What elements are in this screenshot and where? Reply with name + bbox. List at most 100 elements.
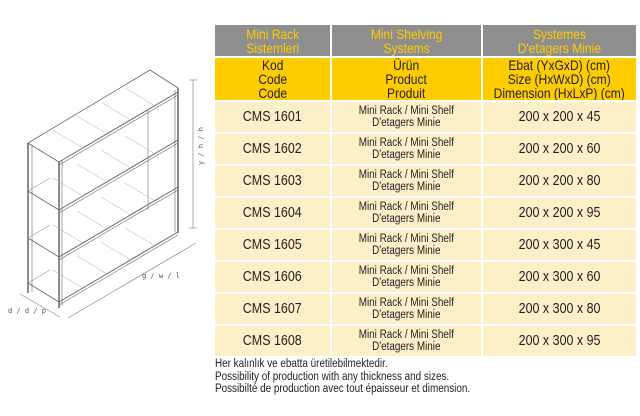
product-line-2: D'etagers Minie [371, 117, 441, 129]
product-size: 200 x 200 x 80 [482, 166, 636, 196]
shelf-line [58, 91, 179, 163]
header-text: D'etagers Minie [517, 39, 601, 56]
code-text: CMS 1608 [242, 333, 302, 349]
product-size: 200 x 300 x 95 [482, 326, 636, 356]
shelf-line [52, 269, 84, 289]
product-code: CMS 1604 [215, 198, 330, 228]
shelf-line [52, 177, 84, 197]
code-text: CMS 1605 [242, 237, 302, 253]
product-code: CMS 1607 [215, 294, 330, 324]
shelf-line [58, 186, 179, 258]
product-code: CMS 1603 [215, 166, 330, 196]
shelf-line [76, 115, 108, 135]
product-code: CMS 1605 [215, 230, 330, 260]
shelf-line [100, 101, 132, 121]
product-line-1: Mini Rack / Mini Shelf [358, 105, 454, 117]
product-size: 200 x 200 x 95 [482, 198, 636, 228]
code-text: CMS 1602 [242, 141, 302, 157]
product-line-1: Mini Rack / Mini Shelf [358, 233, 454, 245]
shelf-line [124, 182, 156, 202]
shelf-line [27, 142, 60, 163]
shelf-line [27, 237, 60, 258]
shelf-line [27, 269, 51, 284]
shelf-line [27, 190, 60, 211]
product-line-1: Mini Rack / Mini Shelf [358, 169, 454, 181]
header-text: Code [257, 85, 287, 100]
code-text: CMS 1601 [242, 109, 302, 125]
product-line-2: D'etagers Minie [371, 277, 441, 289]
header-text: Code [257, 71, 287, 87]
product-line-1: Mini Rack / Mini Shelf [358, 137, 454, 149]
header-text: Product [385, 71, 427, 87]
shelf-line [100, 149, 132, 169]
shelf-line [58, 139, 179, 211]
code-text: CMS 1607 [242, 301, 302, 317]
shelf-line [58, 142, 179, 214]
size-text: 200 x 300 x 95 [518, 333, 601, 349]
product-size: 200 x 300 x 60 [482, 262, 636, 292]
code-text: CMS 1606 [242, 269, 302, 285]
product-code: CMS 1602 [215, 134, 330, 164]
shelf-line [27, 177, 51, 192]
product-line-2: D'etagers Minie [371, 309, 441, 321]
product-size: 200 x 200 x 45 [482, 102, 636, 132]
size-text: 200 x 300 x 45 [518, 237, 601, 253]
shelf-diagram: y / h / h g / w / l d / d / p [8, 69, 205, 319]
height-label: y / h / h [197, 127, 205, 165]
product-line-1: Mini Rack / Mini Shelf [358, 297, 454, 309]
header-text: Ürün [393, 58, 420, 73]
size-text: 200 x 300 x 80 [518, 301, 601, 317]
shelf-line [149, 69, 179, 89]
header-text: Ebat (YxGxD) (cm) [508, 58, 611, 73]
depth-label: d / d / p [8, 307, 46, 315]
code-text: CMS 1603 [242, 173, 302, 189]
shelf-line [58, 94, 179, 166]
shelf-line [76, 210, 108, 230]
header-text: Mini Rack [245, 25, 299, 42]
width-label: g / w / l [142, 272, 180, 280]
footer-note-fr: Possibilté de production avec tout épais… [215, 383, 471, 395]
product-line-2: D'etagers Minie [371, 341, 441, 353]
header-text: Kod [261, 58, 284, 73]
shelf-line [58, 189, 179, 261]
shelf-line [76, 163, 108, 183]
header-text: Systemes [532, 25, 586, 42]
shelf-line [52, 129, 84, 149]
shelf-line [27, 224, 51, 239]
product-size: 200 x 200 x 60 [482, 134, 636, 164]
size-text: 200 x 200 x 80 [518, 173, 601, 189]
header-text: Systems [383, 39, 430, 56]
size-text: 200 x 200 x 45 [518, 109, 601, 125]
shelf-line [52, 224, 84, 244]
header-text: Produit [387, 85, 426, 100]
footer-notes: Her kalınlık ve ebatta üretilebilmektedi… [215, 358, 470, 396]
shelf-line [124, 135, 156, 155]
product-size: 200 x 300 x 80 [482, 294, 636, 324]
header-text: Mini Shelving [370, 25, 442, 42]
product-code: CMS 1606 [215, 262, 330, 292]
shelf-line [76, 255, 108, 275]
size-text: 200 x 200 x 60 [518, 141, 601, 157]
header-text: Size (HxWxD) (cm) [507, 71, 611, 87]
shelf-line [124, 227, 156, 247]
size-text: 200 x 200 x 95 [518, 205, 601, 221]
product-line-1: Mini Rack / Mini Shelf [358, 201, 454, 213]
shelf-line [100, 196, 132, 216]
